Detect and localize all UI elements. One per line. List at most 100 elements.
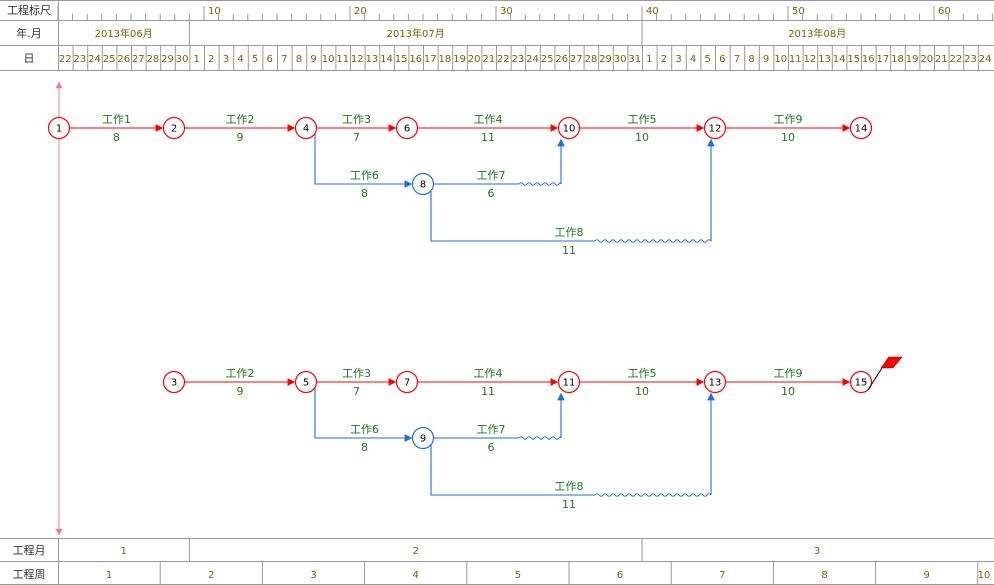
project-week-cell: 10 xyxy=(978,570,991,581)
activity-name: 工作6 xyxy=(350,169,379,182)
day-cell: 6 xyxy=(719,54,725,65)
project-week-cell: 1 xyxy=(106,570,112,581)
day-cell: 12 xyxy=(351,54,364,65)
network-node xyxy=(395,116,419,140)
day-cell: 20 xyxy=(468,54,481,65)
project-week-cell: 3 xyxy=(310,570,316,581)
activity-name: 工作5 xyxy=(628,113,657,126)
network-node xyxy=(849,116,873,140)
activity-arrow xyxy=(430,444,595,496)
activity-duration: 8 xyxy=(113,131,120,144)
network-node xyxy=(294,370,318,394)
activity-duration: 10 xyxy=(781,385,795,398)
activity-name: 工作4 xyxy=(474,367,503,380)
day-cell: 17 xyxy=(877,54,890,65)
day-cell: 21 xyxy=(482,54,495,65)
day-cell: 15 xyxy=(847,54,860,65)
day-cell: 3 xyxy=(223,54,229,65)
network-node xyxy=(557,116,581,140)
activity-duration: 10 xyxy=(635,385,649,398)
network-edges xyxy=(69,124,851,497)
network-node-id: 6 xyxy=(404,124,410,135)
day-cell: 31 xyxy=(628,54,641,65)
day-cell: 28 xyxy=(147,54,160,65)
network-node-id: 2 xyxy=(171,124,177,135)
finish-flag-icon xyxy=(867,356,903,391)
free-float-wave xyxy=(518,436,562,440)
project-week-cell: 7 xyxy=(719,570,725,581)
day-cell: 17 xyxy=(424,54,437,65)
activity-arrow xyxy=(314,134,413,188)
network-node xyxy=(411,172,435,196)
activity-duration: 11 xyxy=(562,498,576,511)
free-float-wave xyxy=(518,182,562,186)
activity-duration: 11 xyxy=(481,385,495,398)
day-cell: 10 xyxy=(774,54,787,65)
project-month-cell: 1 xyxy=(121,546,127,557)
activity-name: 工作2 xyxy=(226,113,255,126)
day-cell: 14 xyxy=(833,54,846,65)
flag-cloth xyxy=(880,356,903,369)
network-node-id: 8 xyxy=(420,180,426,191)
day-cell: 5 xyxy=(252,54,258,65)
day-cell: 30 xyxy=(614,54,627,65)
network-node xyxy=(162,116,186,140)
day-cell: 20 xyxy=(920,54,933,65)
activity-name: 工作7 xyxy=(477,423,506,436)
month-cell: 2013年06月 xyxy=(95,27,153,40)
network-node-id: 7 xyxy=(404,378,410,389)
activity-name: 工作3 xyxy=(342,367,371,380)
month-cell: 2013年08月 xyxy=(788,27,846,40)
day-cell: 22 xyxy=(950,54,963,65)
project-week-cell: 2 xyxy=(208,570,214,581)
day-cell: 18 xyxy=(891,54,904,65)
day-cell: 7 xyxy=(281,54,287,65)
network-node-id: 1 xyxy=(56,124,62,135)
day-cell: 19 xyxy=(453,54,466,65)
free-float-wave xyxy=(594,493,712,497)
network-node-id: 14 xyxy=(855,124,868,135)
day-cell: 23 xyxy=(74,54,87,65)
day-cell: 4 xyxy=(237,54,243,65)
day-cell: 27 xyxy=(132,54,145,65)
network-node-id: 4 xyxy=(303,124,309,135)
day-cell: 21 xyxy=(935,54,948,65)
day-cell: 9 xyxy=(763,54,769,65)
day-cell: 3 xyxy=(675,54,681,65)
day-cell: 13 xyxy=(818,54,831,65)
day-cell: 12 xyxy=(804,54,817,65)
day-cell: 16 xyxy=(862,54,875,65)
day-cell: 18 xyxy=(439,54,452,65)
day-cell: 26 xyxy=(555,54,568,65)
project-week-cell: 5 xyxy=(515,570,521,581)
activity-duration: 9 xyxy=(237,131,244,144)
ruler-tick-label: 40 xyxy=(646,6,659,17)
day-cell: 14 xyxy=(380,54,393,65)
day-label: 日 xyxy=(24,52,35,65)
network-node xyxy=(703,370,727,394)
network-labels: 工作18工作29工作37工作411工作510工作910工作68工作76工作811… xyxy=(102,113,803,511)
network-node-id: 5 xyxy=(303,378,309,389)
day-cell: 23 xyxy=(512,54,525,65)
project-week-cell: 4 xyxy=(413,570,419,581)
day-cell: 28 xyxy=(585,54,598,65)
activity-duration: 6 xyxy=(488,187,495,200)
day-cell: 25 xyxy=(541,54,554,65)
free-float-wave xyxy=(594,239,712,243)
project-month-label: 工程月 xyxy=(13,544,46,557)
network-node-id: 10 xyxy=(563,124,576,135)
activity-duration: 10 xyxy=(781,131,795,144)
day-cell: 29 xyxy=(599,54,612,65)
day-cell: 8 xyxy=(748,54,754,65)
ruler-tick-label: 10 xyxy=(208,6,221,17)
ruler-tick-label: 60 xyxy=(938,6,951,17)
network-node-id: 9 xyxy=(420,434,426,445)
activity-duration: 6 xyxy=(488,441,495,454)
ruler-tick-label: 20 xyxy=(354,6,367,17)
network-node xyxy=(47,116,71,140)
day-cell: 29 xyxy=(161,54,174,65)
project-week-cell: 9 xyxy=(924,570,930,581)
day-cell: 30 xyxy=(176,54,189,65)
